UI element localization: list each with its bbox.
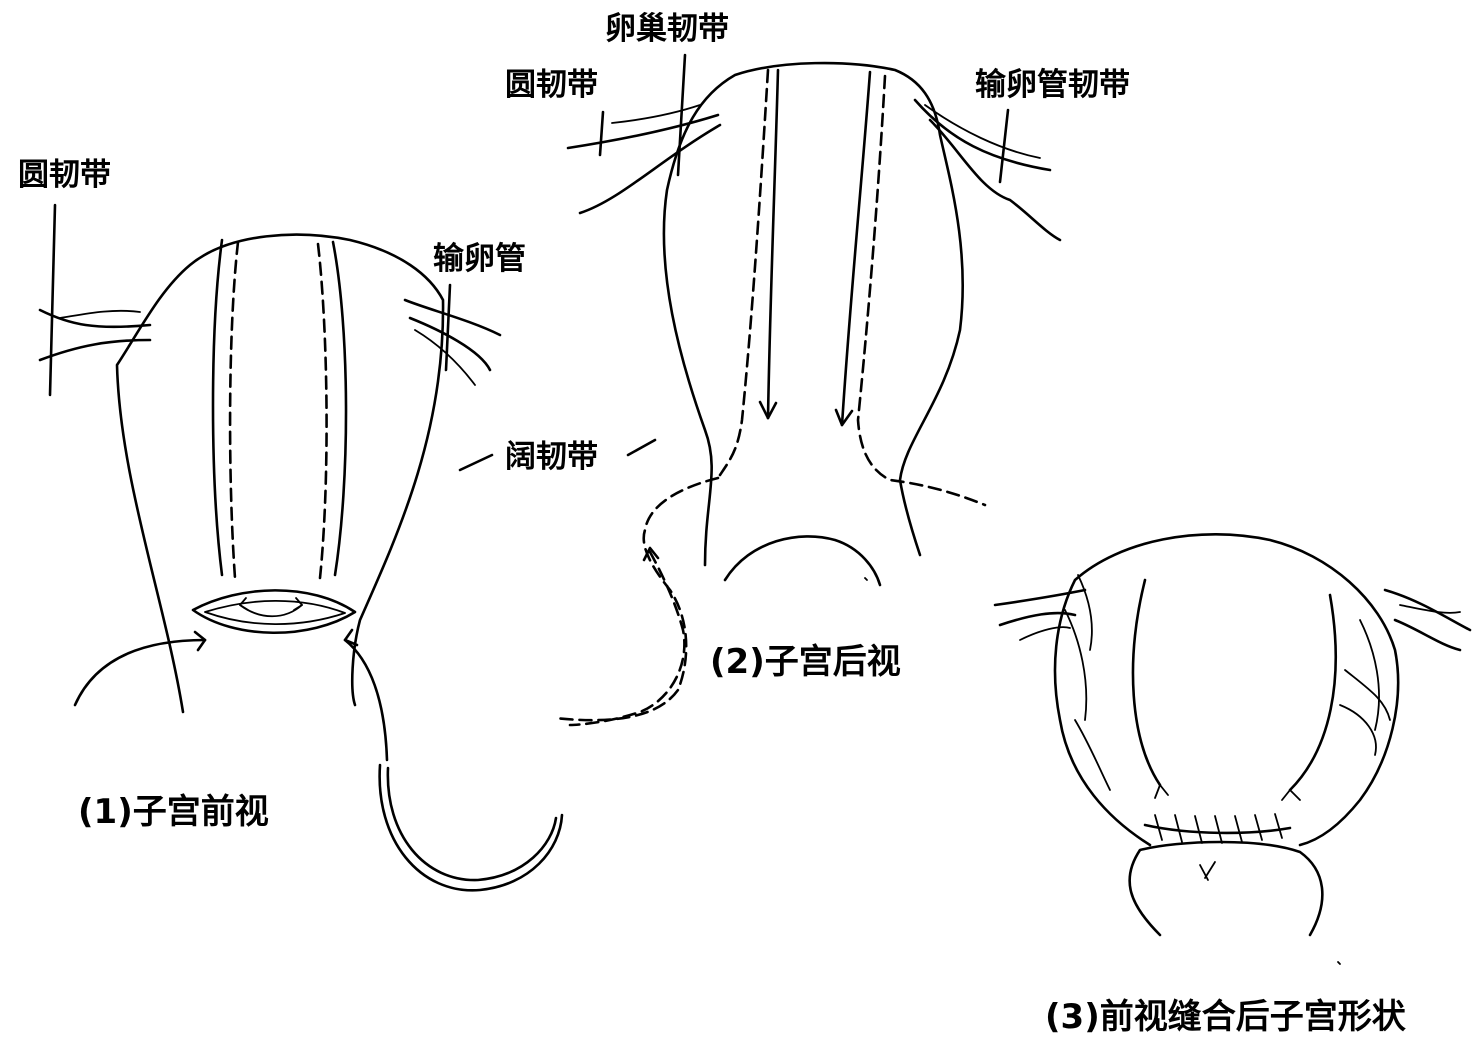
fig2-cervix-arc [725,536,880,585]
fig3-stitch-3 [1195,816,1202,843]
fig3-seam-left [1133,580,1160,785]
fig1-right-tube [405,300,500,335]
fig1-dashed-left [230,242,238,578]
fig1-left-ligament-3 [60,311,140,318]
fig1-incision-left [213,240,222,575]
fig3-seam-right-tick [1282,790,1300,800]
fig2-uterus-outline-left [664,63,963,565]
fig3-wrinkle-4 [1360,620,1379,730]
fig1-lens-arrow-head-r [294,598,302,610]
fig1-lens-arrow [240,605,302,616]
fig1-broad-leader [460,455,492,470]
fig3-caption: (3)前视缝合后子宫形状 [1045,1000,1406,1034]
fig1-suture-right [345,640,387,760]
fig1-label-round-ligament: 圆韧带 [18,160,111,191]
fig1-round-ligament-leader [50,205,55,395]
fig3-right-lig-2 [1395,620,1460,650]
fig2-incision-left [768,70,778,418]
fig1-uterus-outline [117,235,443,712]
fig3-left-lig-1 [995,590,1085,605]
fig1-label-broad-ligament: 阔韧带 [505,442,598,473]
fig2-left-lig-2 [568,115,718,148]
fig2-dot [865,578,867,580]
fig3-stitch-5 [1235,816,1242,842]
fig3-seam-left-tick [1155,785,1168,798]
fig3-stitch-4 [1215,816,1222,843]
fig1-left-ligament-2 [40,340,150,360]
fig3-seam-right [1290,595,1336,790]
fig1-caption: (1)子宫前视 [78,795,269,829]
fig2-round-leader [600,112,603,155]
fig3-uterus-outline [1055,534,1398,845]
fig3-left-lig-3 [1020,627,1070,640]
fig3-cervix [1130,842,1323,935]
fig1-label-fallopian-tube: 输卵管 [433,244,526,275]
fig2-label-round-ligament: 圆韧带 [505,70,598,101]
fig2-label-ovarian-ligament: 卵巢韧带 [605,14,729,45]
fig1-needle-outer [380,765,562,890]
fig3-stitch-6 [1255,815,1262,840]
fig2-broad-leader [628,440,655,455]
fig3-wrinkle-3 [1078,575,1092,650]
fig1-lens-incision [193,590,355,632]
figure3-uterus-sutured [995,534,1470,964]
fig1-dashed-right [318,244,327,578]
fig2-dashed-left [720,70,768,475]
fig3-dot [1338,962,1340,964]
fig2-ovarian-leader [678,55,685,175]
fig1-right-tube-3 [415,330,475,385]
fig1-lens-inner [205,601,345,624]
fig3-wrinkle-6 [1345,670,1390,720]
fig3-wrinkle-2 [1075,720,1110,790]
fig2-left-lig-3 [612,105,700,123]
fig3-wrinkle-1 [1065,610,1086,720]
figure2-uterus-posterior [555,55,1060,725]
fig1-needle-inner [388,768,556,880]
fig2-incision-right [842,72,870,425]
fig3-stitch-2 [1175,815,1182,842]
fig3-knot [1200,862,1215,880]
fig2-label-tubal-ligament: 输卵管韧带 [975,70,1130,101]
fig3-wrinkle-5 [1340,705,1376,755]
figure1-uterus-anterior [40,205,562,890]
fig1-suture-left [75,640,205,705]
fig2-dashed-right [858,76,985,505]
fig2-dashed-suture-2 [570,552,684,725]
fig3-stitch-7 [1275,814,1282,838]
fig2-dashed-suture [555,478,718,720]
fig1-incision-right [333,242,346,575]
fig2-caption: (2)子宫后视 [710,645,901,679]
fig3-left-lig-2 [1000,613,1075,625]
